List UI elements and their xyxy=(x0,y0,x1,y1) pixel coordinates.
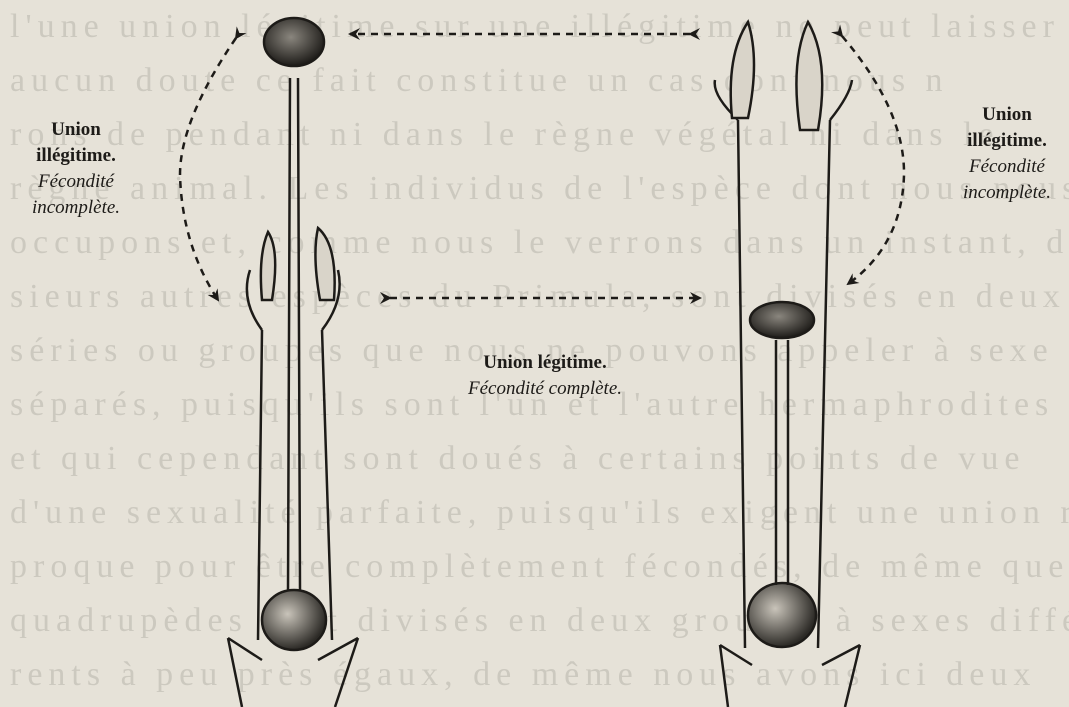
right-flower xyxy=(715,22,860,707)
label-right-title-1: Union xyxy=(942,102,1069,128)
label-left: Union illégitime. Fécondité incomplète. xyxy=(6,117,146,221)
label-center: Union légitime. Fécondité complète. xyxy=(430,350,660,402)
right-stamen-right xyxy=(796,22,822,130)
left-stigma xyxy=(264,18,324,66)
left-flower xyxy=(228,18,358,707)
label-right-note-1: Fécondité xyxy=(942,154,1069,180)
left-style xyxy=(288,78,300,590)
right-stigma xyxy=(750,302,814,338)
right-calyx xyxy=(720,645,860,707)
right-style xyxy=(776,340,788,585)
label-center-note: Fécondité complète. xyxy=(430,376,660,402)
left-stamen-right xyxy=(315,228,334,300)
left-ovary xyxy=(262,590,326,650)
label-right: Union illégitime. Fécondité incomplète. xyxy=(942,102,1069,206)
label-left-note-2: incomplète. xyxy=(6,195,146,221)
right-curved-arrow xyxy=(842,36,904,284)
right-tube xyxy=(738,120,830,648)
label-left-title-1: Union xyxy=(6,117,146,143)
left-curved-arrow xyxy=(180,38,236,300)
label-left-title-2: illégitime. xyxy=(6,143,146,169)
label-center-title: Union légitime. xyxy=(430,350,660,376)
label-right-title-2: illégitime. xyxy=(942,128,1069,154)
left-stamen-left xyxy=(261,232,275,300)
right-ovary xyxy=(748,583,816,647)
right-stamen-left xyxy=(731,22,754,118)
label-right-note-2: incomplète. xyxy=(942,180,1069,206)
label-left-note-1: Fécondité xyxy=(6,169,146,195)
